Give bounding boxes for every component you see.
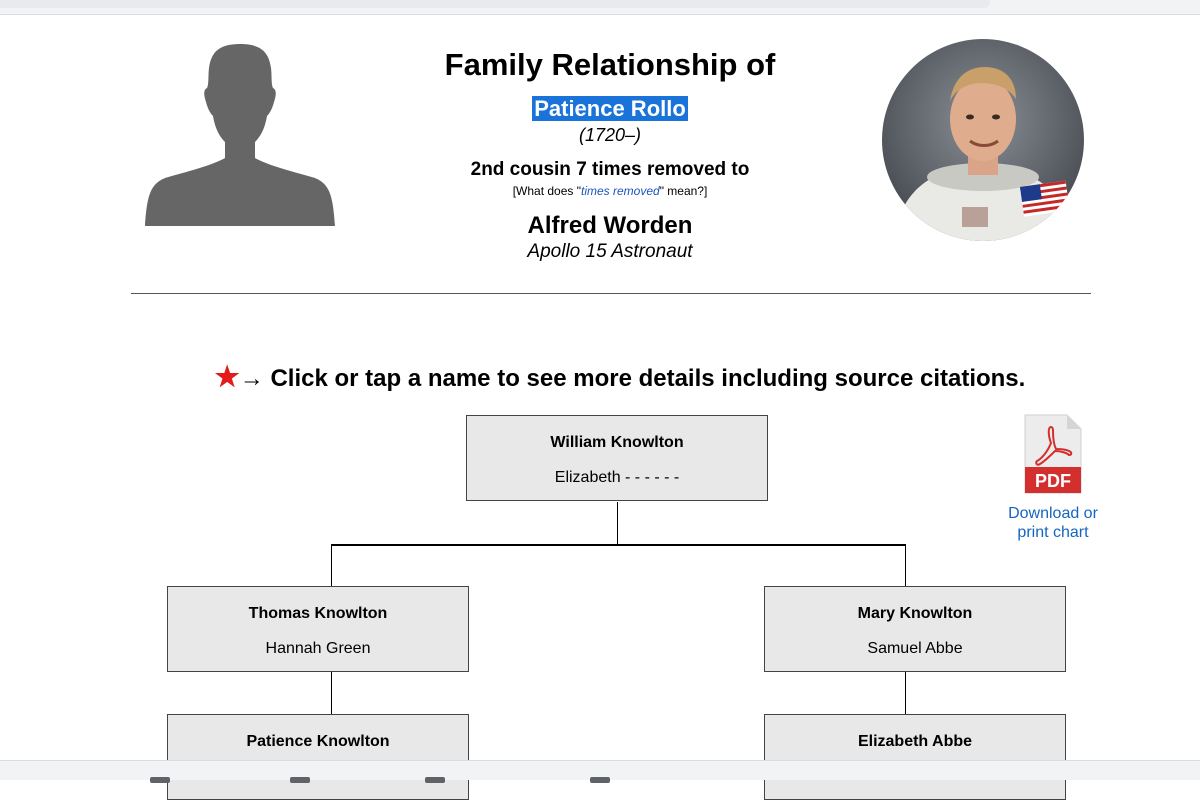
person-name[interactable]: Mary Knowlton bbox=[857, 605, 973, 622]
chart-box-left-2[interactable]: Patience Knowlton bbox=[167, 714, 469, 800]
person-silhouette-icon bbox=[145, 44, 335, 226]
relationship-header: Family Relationship of Patience Rollo (1… bbox=[410, 44, 810, 264]
address-bar-edge bbox=[0, 0, 990, 8]
astronaut-portrait-image bbox=[882, 39, 1084, 241]
pdf-file-icon[interactable]: PDF bbox=[1023, 413, 1083, 495]
browser-bottom-strip bbox=[0, 760, 1200, 783]
times-removed-help: [What does "times removed" mean?] bbox=[410, 184, 810, 198]
spouse-name[interactable]: Hannah Green bbox=[265, 640, 371, 657]
times-removed-link[interactable]: times removed bbox=[580, 184, 660, 198]
connector-line bbox=[331, 672, 332, 715]
divider bbox=[131, 293, 1091, 294]
person2-name[interactable]: Alfred Worden bbox=[527, 212, 693, 239]
connector-line bbox=[331, 544, 332, 587]
chart-box-left-1[interactable]: Thomas Knowlton Hannah Green bbox=[167, 586, 469, 672]
spouse-name[interactable]: Samuel Abbe bbox=[867, 640, 963, 657]
browser-top-strip bbox=[0, 0, 1200, 15]
person-name[interactable]: Patience Knowlton bbox=[246, 733, 390, 750]
connector-line bbox=[331, 544, 906, 546]
page-title: Family Relationship of bbox=[444, 47, 776, 82]
person-name[interactable]: Thomas Knowlton bbox=[248, 605, 388, 622]
chart-box-root[interactable]: William Knowlton Elizabeth - - - - - - bbox=[466, 415, 768, 501]
instructions: ★→ Click or tap a name to see more detai… bbox=[0, 360, 1200, 393]
pdf-badge: PDF bbox=[1035, 471, 1071, 491]
spouse-name[interactable]: Elizabeth - - - - - - bbox=[554, 469, 680, 486]
person1-name[interactable]: Patience Rollo bbox=[532, 96, 688, 121]
instructions-text: → Click or tap a name to see more detail… bbox=[239, 365, 1026, 392]
person1-dates: (1720–) bbox=[578, 125, 642, 145]
connector-line bbox=[905, 672, 906, 715]
person-name[interactable]: Elizabeth Abbe bbox=[857, 733, 973, 750]
connector-line bbox=[617, 502, 618, 544]
download-link-line2[interactable]: print chart bbox=[1017, 524, 1089, 541]
star-icon: ★ bbox=[214, 361, 240, 392]
help-suffix: " mean?] bbox=[659, 184, 708, 198]
chart-box-right-1[interactable]: Mary Knowlton Samuel Abbe bbox=[764, 586, 1066, 672]
relationship-text: 2nd cousin 7 times removed to bbox=[470, 159, 750, 180]
download-link[interactable]: Download or print chart bbox=[1000, 504, 1106, 542]
connector-line bbox=[905, 544, 906, 587]
download-link-line1[interactable]: Download or bbox=[1008, 505, 1098, 522]
person-photo[interactable] bbox=[882, 39, 1084, 241]
pdf-download[interactable]: PDF Download or print chart bbox=[1000, 413, 1106, 542]
chart-box-right-2[interactable]: Elizabeth Abbe bbox=[764, 714, 1066, 800]
taskbar-item[interactable] bbox=[290, 777, 310, 783]
taskbar-item[interactable] bbox=[150, 777, 170, 783]
taskbar-item[interactable] bbox=[590, 777, 610, 783]
person2-subtitle: Apollo 15 Astronaut bbox=[527, 241, 693, 262]
taskbar-item[interactable] bbox=[425, 777, 445, 783]
person-name[interactable]: William Knowlton bbox=[550, 434, 684, 451]
help-prefix: [What does " bbox=[512, 184, 581, 198]
